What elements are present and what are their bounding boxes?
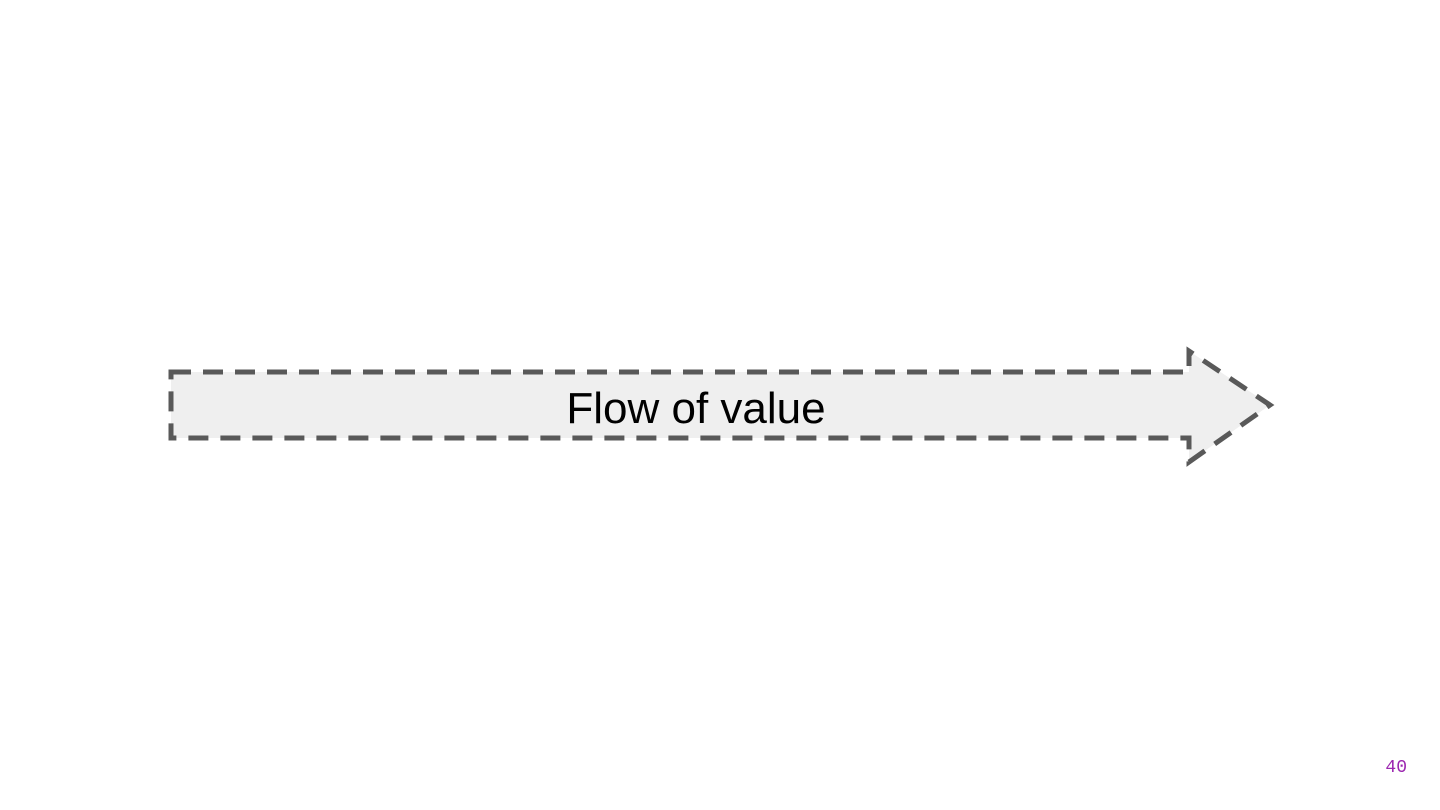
page-number: 40 bbox=[1385, 758, 1407, 778]
flow-arrow-label: Flow of value bbox=[566, 384, 825, 433]
flow-arrow-shape bbox=[168, 346, 1275, 467]
